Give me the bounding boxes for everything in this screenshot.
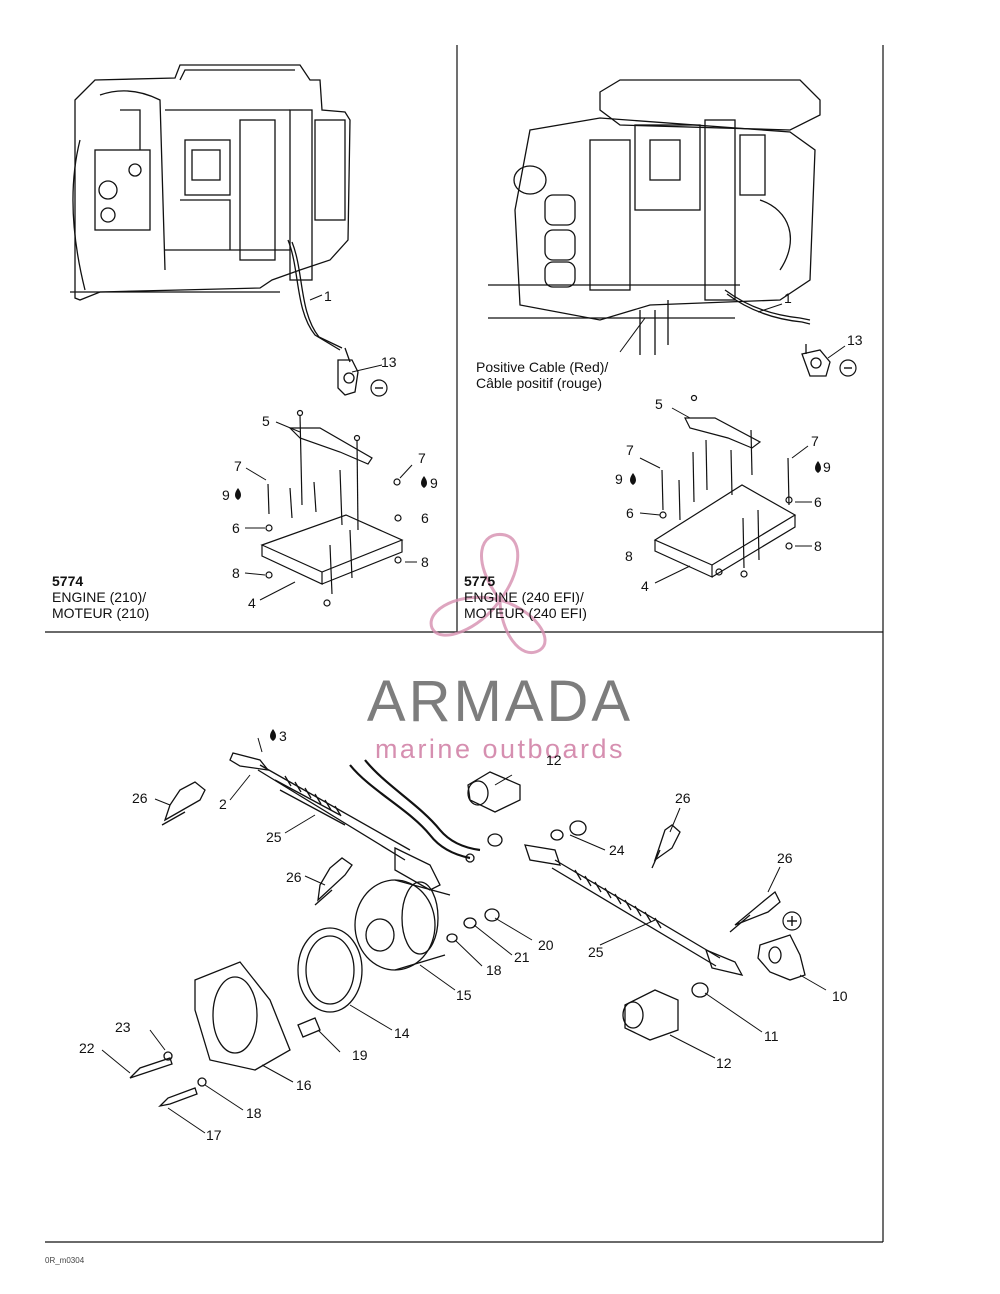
callout-9-tr-b: 9: [823, 459, 831, 475]
callout-2: 2: [219, 796, 227, 812]
tr-leader-lines: [619, 303, 846, 359]
callout-25-a: 25: [266, 829, 282, 845]
callout-3: 3: [279, 728, 287, 744]
positive-icon: [782, 911, 802, 931]
callout-4-tl: 4: [248, 595, 256, 611]
callout-23: 23: [115, 1019, 131, 1035]
callout-6-tl-b: 6: [421, 510, 429, 526]
figure-caption-240efi-line2: MOTEUR (240 EFI): [464, 605, 587, 621]
callout-8-tr-a: 8: [625, 548, 633, 564]
oil-drop-icon-tl-a: [235, 488, 241, 500]
tl-battery-tray: [260, 409, 404, 607]
callout-26-c: 26: [675, 790, 691, 806]
figure-caption-240efi-line1: ENGINE (240 EFI)/: [464, 589, 584, 605]
figure-code-240efi: 5775: [464, 573, 496, 589]
oil-drop-icon-tr-a: [630, 473, 636, 485]
callout-15: 15: [456, 987, 472, 1003]
figure-caption-210-line1: ENGINE (210)/: [52, 589, 147, 605]
callout-26-a: 26: [132, 790, 148, 806]
callout-21: 21: [514, 949, 530, 965]
callout-11: 11: [764, 1028, 779, 1044]
callout-1-tr: 1: [784, 290, 792, 306]
callout-8-tr-b: 8: [814, 538, 822, 554]
callout-17: 17: [206, 1127, 222, 1143]
callout-19: 19: [352, 1047, 368, 1063]
callout-16: 16: [296, 1077, 312, 1093]
callout-22: 22: [79, 1040, 95, 1056]
callout-13-tl: 13: [381, 354, 397, 370]
callout-14: 14: [394, 1025, 410, 1041]
callout-5-tl: 5: [262, 413, 270, 429]
callout-20: 20: [538, 937, 554, 953]
callout-7-tl-b: 7: [418, 450, 426, 466]
negative-icon-tr: [839, 359, 857, 377]
callout-25-b: 25: [588, 944, 604, 960]
negative-icon-tl: [370, 379, 388, 397]
callout-7-tr-a: 7: [626, 442, 634, 458]
callout-13-tr: 13: [847, 332, 863, 348]
oil-drop-icon-bottom: [270, 729, 276, 741]
armada-watermark: ARMADA marine outboards: [345, 669, 655, 765]
figure-caption-210-line2: MOTEUR (210): [52, 605, 150, 621]
callout-7-tr-b: 7: [811, 433, 819, 449]
callout-24: 24: [609, 842, 625, 858]
callout-12-b: 12: [716, 1055, 732, 1071]
callout-5-tr: 5: [655, 396, 663, 412]
positive-cable-note-line1: Positive Cable (Red)/: [476, 359, 609, 375]
callout-6-tr-b: 6: [814, 494, 822, 510]
watermark-propeller-logo: [429, 532, 547, 654]
callout-9-tl-b: 9: [430, 475, 438, 491]
figure-caption-240efi: 5775 ENGINE (240 EFI)/ MOTEUR (240 EFI): [464, 573, 587, 621]
tr-tray-leaders: [639, 407, 812, 584]
callout-8-tl-b: 8: [421, 554, 429, 570]
tr-negative-cable: [724, 289, 831, 377]
callout-4-tr: 4: [641, 578, 649, 594]
callout-26-b: 26: [286, 869, 302, 885]
engine-240efi-illustration: [488, 79, 821, 355]
callout-9-tr-a: 9: [615, 471, 623, 487]
callout-18-b: 18: [246, 1105, 262, 1121]
positive-cable-note-line2: Câble positif (rouge): [476, 375, 603, 391]
oil-drop-icon-tl-b: [421, 476, 427, 488]
callout-9-tl-a: 9: [222, 487, 230, 503]
callout-1-tl: 1: [324, 288, 332, 304]
bottom-leader-lines: [101, 737, 827, 1134]
starter-cables-assembly: [129, 752, 806, 1108]
positive-cable-note: Positive Cable (Red)/ Câble positif (rou…: [476, 359, 608, 391]
engine-210-illustration: [70, 64, 351, 301]
callout-18-a: 18: [486, 962, 502, 978]
callout-6-tl-a: 6: [232, 520, 240, 536]
figure-code-210: 5774: [52, 573, 84, 589]
oil-drop-icon-tr-b: [815, 461, 821, 473]
tr-battery-tray: [653, 394, 797, 578]
tl-tray-leaders: [244, 421, 417, 601]
frame-lines: [45, 45, 884, 1243]
callout-7-tl-a: 7: [234, 458, 242, 474]
callout-26-d: 26: [777, 850, 793, 866]
callout-12-a: 12: [546, 752, 562, 768]
tl-negative-cable: [287, 239, 359, 396]
figure-caption-210: 5774 ENGINE (210)/ MOTEUR (210): [52, 573, 149, 621]
brand-tagline: marine outboards: [374, 734, 626, 764]
footer-code: 0R_m0304: [45, 1256, 85, 1265]
brand-name: ARMADA: [366, 669, 634, 734]
callout-8-tl-a: 8: [232, 565, 240, 581]
tl-leader-lines: [309, 294, 383, 373]
callout-6-tr-a: 6: [626, 505, 634, 521]
callout-10: 10: [832, 988, 848, 1004]
